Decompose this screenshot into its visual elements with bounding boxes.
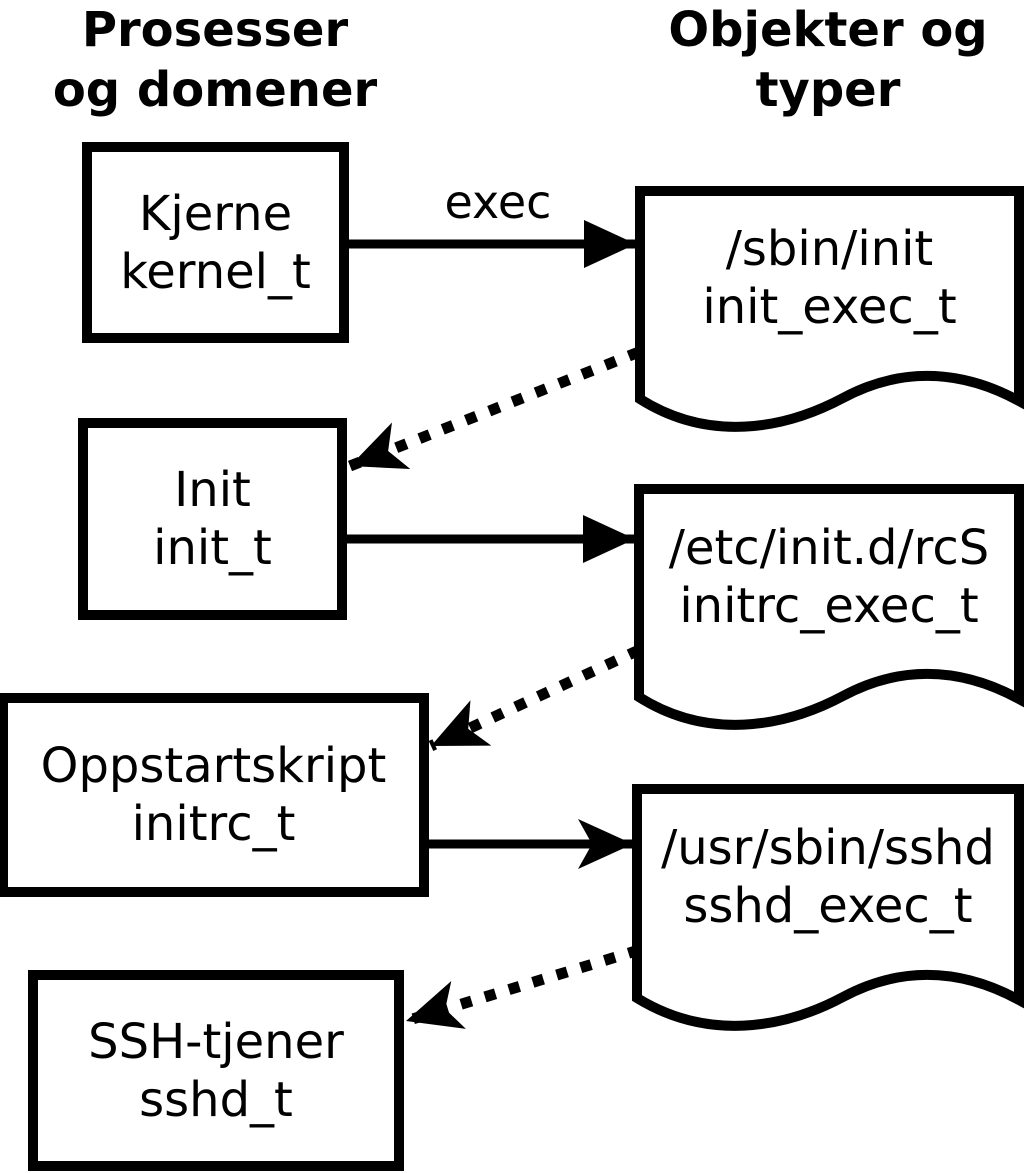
process-node-kernel-label: Kjerne xyxy=(138,185,293,242)
column-header-processes-line2: og domener xyxy=(52,62,378,118)
process-node-sshd-label: SSH-tjener xyxy=(88,1013,344,1070)
process-node-sshd: SSH-tjener sshd_t xyxy=(28,970,404,1171)
document-shape-sshd-exec xyxy=(632,784,1024,1031)
document-shape-init-exec xyxy=(635,186,1024,432)
process-node-init-type: init_t xyxy=(153,520,272,576)
process-node-kernel: Kjerne kernel_t xyxy=(82,142,349,343)
process-node-init: Init init_t xyxy=(78,418,347,620)
document-shape-initrc-exec xyxy=(634,484,1024,730)
dotted-arrow-sshd-exec-to-sshd xyxy=(404,944,641,1029)
column-header-objects-line1: Objekter og xyxy=(668,2,988,58)
dotted-arrow-initrc-exec-to-initrc xyxy=(428,645,642,751)
dotted-arrow-init-exec-to-init xyxy=(347,346,642,472)
process-node-sshd-type: sshd_t xyxy=(139,1071,293,1128)
column-header-processes: Prosesser og domener xyxy=(15,0,415,120)
process-node-initrc-label: Oppstartskript xyxy=(40,738,387,794)
column-header-processes-line1: Prosesser xyxy=(81,2,349,58)
exec-edge-label: exec xyxy=(444,175,552,229)
column-header-objects-line2: typer xyxy=(755,62,901,118)
process-node-init-label: Init xyxy=(174,462,251,518)
process-node-initrc: Oppstartskript initrc_t xyxy=(0,693,429,897)
column-header-objects: Objekter og typer xyxy=(628,0,1024,120)
process-node-initrc-type: initrc_t xyxy=(131,796,296,852)
process-node-kernel-type: kernel_t xyxy=(120,243,311,300)
